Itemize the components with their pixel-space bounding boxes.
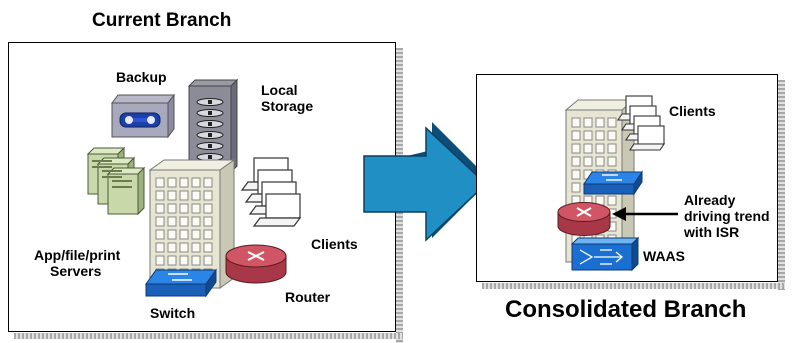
building-window xyxy=(179,203,189,214)
clients-laptops-icon xyxy=(240,157,302,227)
building-window xyxy=(167,203,177,214)
servers-label-line2: Servers xyxy=(50,263,102,279)
storage-rack-icon xyxy=(187,78,239,174)
servers-icon xyxy=(86,146,146,216)
building-window xyxy=(203,216,213,227)
building-window xyxy=(595,156,605,167)
servers-label-line1: App/file/print xyxy=(34,247,121,263)
building-window xyxy=(179,255,189,266)
building-window xyxy=(167,255,177,266)
building-window xyxy=(167,216,177,227)
building-window xyxy=(167,177,177,188)
consolidated-router-icon xyxy=(557,202,611,236)
building-window xyxy=(203,203,213,214)
consolidated-switch-icon xyxy=(583,170,643,196)
building-window xyxy=(203,255,213,266)
consolidated-clients-label: Clients xyxy=(669,103,716,119)
building-window xyxy=(179,242,189,253)
backup-tape-icon xyxy=(111,93,175,139)
annotation-label-line3: with ISR xyxy=(684,224,740,240)
local-storage-label-line2: Storage xyxy=(261,98,314,114)
consolidated-clients-icon xyxy=(616,95,666,151)
building-window xyxy=(571,182,581,193)
building-window xyxy=(191,255,201,266)
router-label: Router xyxy=(285,289,331,305)
building-window xyxy=(191,229,201,240)
transition-arrow-icon xyxy=(363,122,490,242)
building-window xyxy=(155,242,165,253)
switch-label: Switch xyxy=(150,305,196,321)
consolidated-branch-shadow-right xyxy=(778,80,785,290)
current-branch-shadow-bottom xyxy=(14,333,403,339)
building-window xyxy=(571,143,581,154)
building-window xyxy=(203,190,213,201)
building-window xyxy=(203,242,213,253)
building-window xyxy=(179,190,189,201)
annotation-label-line2: driving trend xyxy=(684,208,770,224)
building-window xyxy=(607,156,617,167)
building-window xyxy=(167,242,177,253)
building-window xyxy=(155,229,165,240)
building-window xyxy=(191,216,201,227)
clients-label: Clients xyxy=(311,236,358,252)
building-window xyxy=(607,117,617,128)
building-window xyxy=(607,195,617,206)
building-window xyxy=(155,190,165,201)
building-window xyxy=(191,203,201,214)
building-window xyxy=(191,190,201,201)
building-window xyxy=(155,177,165,188)
building-window xyxy=(203,177,213,188)
building-window xyxy=(179,229,189,240)
annotation-arrow-icon xyxy=(612,207,678,221)
building-window xyxy=(607,130,617,141)
waas-label: WAAS xyxy=(643,248,685,264)
building-window xyxy=(155,203,165,214)
building-window xyxy=(155,216,165,227)
router-icon xyxy=(225,244,287,284)
building-window xyxy=(571,130,581,141)
building-window xyxy=(179,177,189,188)
building-window xyxy=(167,229,177,240)
building-window xyxy=(191,242,201,253)
building-window xyxy=(179,216,189,227)
building-window xyxy=(607,143,617,154)
building-window xyxy=(203,229,213,240)
current-branch-title: Current Branch xyxy=(92,10,232,31)
consolidated-branch-title: Consolidated Branch xyxy=(505,296,747,323)
building-window xyxy=(583,156,593,167)
building-window xyxy=(583,117,593,128)
consolidated-branch-shadow-bottom xyxy=(482,283,785,289)
building-window xyxy=(595,117,605,128)
local-storage-label-line1: Local xyxy=(261,82,298,98)
building-window xyxy=(155,255,165,266)
building-window xyxy=(595,143,605,154)
building-window xyxy=(167,190,177,201)
switch-icon xyxy=(145,268,217,298)
waas-icon xyxy=(570,236,640,272)
building-window xyxy=(571,156,581,167)
backup-label: Backup xyxy=(116,69,167,85)
building-window xyxy=(571,169,581,180)
annotation-label-line1: Already xyxy=(684,192,736,208)
building-window xyxy=(595,130,605,141)
building-window xyxy=(583,143,593,154)
building-window xyxy=(583,130,593,141)
building-window xyxy=(191,177,201,188)
building-window xyxy=(571,117,581,128)
